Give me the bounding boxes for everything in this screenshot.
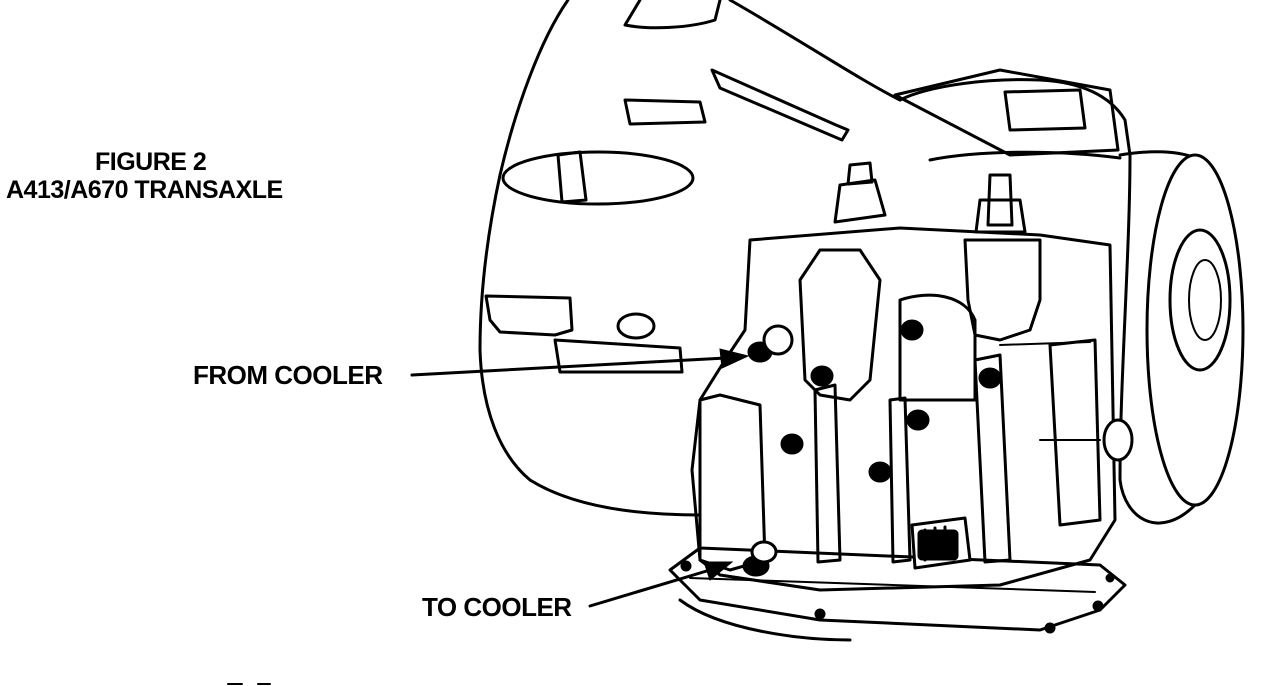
- from-cooler-arrow: [410, 348, 750, 377]
- bolts: [742, 319, 1002, 577]
- to-cooler-arrow: [588, 561, 734, 608]
- figure-number: FIGURE 2: [95, 148, 207, 176]
- to-cooler-label: TO COOLER: [422, 592, 572, 622]
- figure-title: A413/A670 TRANSAXLE: [6, 176, 283, 204]
- to-cooler-fitting: [742, 540, 778, 577]
- from-cooler-fitting: [747, 324, 794, 363]
- transmission-body: [668, 68, 1245, 642]
- from-cooler-label: FROM COOLER: [193, 360, 383, 390]
- bell-housing: [478, 0, 902, 517]
- speed-sensor: [910, 516, 972, 570]
